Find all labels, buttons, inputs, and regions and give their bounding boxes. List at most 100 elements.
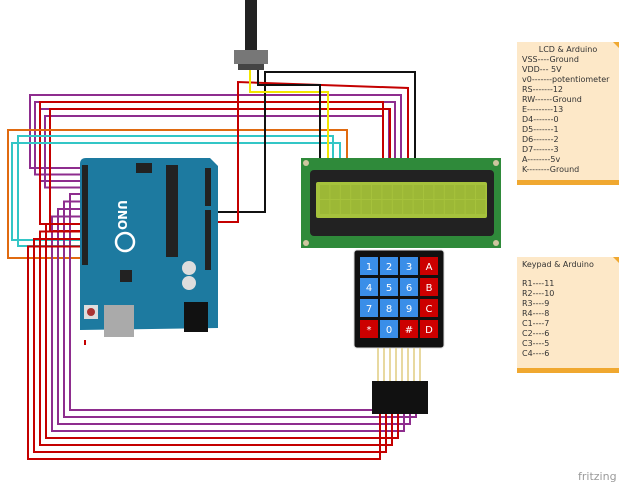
analog-header [205, 168, 211, 206]
lcd-cell [434, 185, 444, 199]
lcd-cell [465, 200, 475, 214]
lcd-cell [340, 185, 351, 199]
keypad-key[interactable]: 4 [360, 278, 378, 296]
key-face [400, 320, 418, 338]
lcd-cell [382, 185, 392, 199]
note-line: A--------5v [522, 155, 561, 164]
note-line: VDD--- 5V [522, 65, 562, 74]
wire-pot-wiper[interactable] [249, 70, 329, 160]
wire-pot-gnd[interactable] [257, 70, 321, 160]
wire-keypad[interactable] [45, 223, 399, 439]
key-label: 7 [366, 304, 372, 315]
note-line: VSS----Ground [522, 55, 579, 64]
capacitor [182, 261, 196, 275]
fritzing-logo: fritzing [578, 470, 617, 483]
arduino-logo [114, 231, 136, 253]
keypad-key[interactable]: 9 [400, 299, 418, 317]
wire-keypad[interactable] [63, 200, 417, 418]
key-face [400, 278, 418, 296]
key-label: D [425, 325, 433, 336]
capacitor [182, 276, 196, 290]
note-line: C2----6 [522, 329, 550, 338]
lcd-cell [413, 200, 423, 214]
keypad-key[interactable]: 0 [380, 320, 398, 338]
wire-lcd-data[interactable] [34, 101, 396, 176]
keypad-key[interactable]: * [360, 320, 378, 338]
keypad-key[interactable]: A [420, 257, 438, 275]
keypad-key[interactable]: B [420, 278, 438, 296]
digital-header [82, 165, 88, 265]
potentiometer-body [234, 50, 268, 64]
potentiometer[interactable] [234, 0, 268, 70]
wire-lcd-data[interactable] [29, 94, 402, 169]
keypad-key[interactable]: 6 [400, 278, 418, 296]
mount-hole [303, 240, 309, 246]
chip [120, 270, 132, 282]
key-face [400, 257, 418, 275]
keypad-key[interactable]: 8 [380, 299, 398, 317]
keypad-key[interactable]: 2 [380, 257, 398, 275]
keypad-key[interactable]: D [420, 320, 438, 338]
key-face [420, 257, 438, 275]
wire-5v[interactable] [211, 80, 409, 223]
keypad-key[interactable]: C [420, 299, 438, 317]
power-header [205, 210, 211, 270]
key-label: 8 [386, 304, 392, 315]
lcd-cell [320, 185, 330, 199]
note-line: C1----7 [522, 319, 550, 328]
note-title: Keypad & Arduino [522, 260, 594, 269]
key-label: 5 [386, 283, 392, 294]
lcd-cell [476, 185, 486, 199]
note-line: E---------13 [522, 105, 564, 114]
key-label: 9 [406, 304, 412, 315]
lcd-cell [320, 200, 330, 214]
wire-keypad[interactable] [27, 245, 381, 460]
potentiometer-shaft [245, 0, 257, 50]
note-line: RW------Ground [522, 95, 582, 104]
lcd-cell [413, 185, 423, 199]
key-face [380, 299, 398, 317]
lcd-cell [330, 200, 340, 214]
note-fold [613, 42, 619, 48]
lcd-cell [351, 200, 361, 214]
key-label: 1 [366, 262, 372, 273]
key-label: 3 [406, 262, 412, 273]
keypad-key[interactable]: 1 [360, 257, 378, 275]
keypad-key[interactable]: 7 [360, 299, 378, 317]
keypad-key[interactable]: # [400, 320, 418, 338]
key-face [360, 299, 378, 317]
lcd-cell [392, 200, 403, 214]
wire-ground[interactable] [211, 71, 416, 213]
key-label: A [426, 262, 433, 273]
key-face [380, 257, 398, 275]
lcd-cell [434, 200, 444, 214]
board-label: UNO [115, 200, 129, 230]
note-line: K--------Ground [522, 165, 580, 174]
note-line: C3----5 [522, 339, 550, 348]
potentiometer-base [238, 64, 264, 70]
lcd-16x2[interactable] [301, 158, 501, 248]
keypad-connector [372, 381, 428, 414]
atmega-chip [166, 165, 178, 257]
keypad-key[interactable]: 5 [380, 278, 398, 296]
wire-keypad[interactable] [39, 230, 393, 446]
lcd-cell [372, 200, 382, 214]
key-face [380, 320, 398, 338]
key-face [420, 278, 438, 296]
lcd-cell [444, 185, 455, 199]
key-face [400, 299, 418, 317]
arduino-uno[interactable]: UNO [80, 158, 218, 337]
wire-keypad[interactable] [51, 215, 405, 432]
wire-keypad[interactable] [57, 208, 411, 425]
keypad-key[interactable]: 3 [400, 257, 418, 275]
lcd-cell [424, 185, 434, 199]
lcd-cell [361, 200, 371, 214]
lcd-cell [444, 200, 455, 214]
lcd-cell [351, 185, 361, 199]
note-line: R4----8 [522, 309, 550, 318]
wire-keypad[interactable] [33, 238, 387, 453]
note-title: LCD & Arduino [538, 45, 598, 54]
